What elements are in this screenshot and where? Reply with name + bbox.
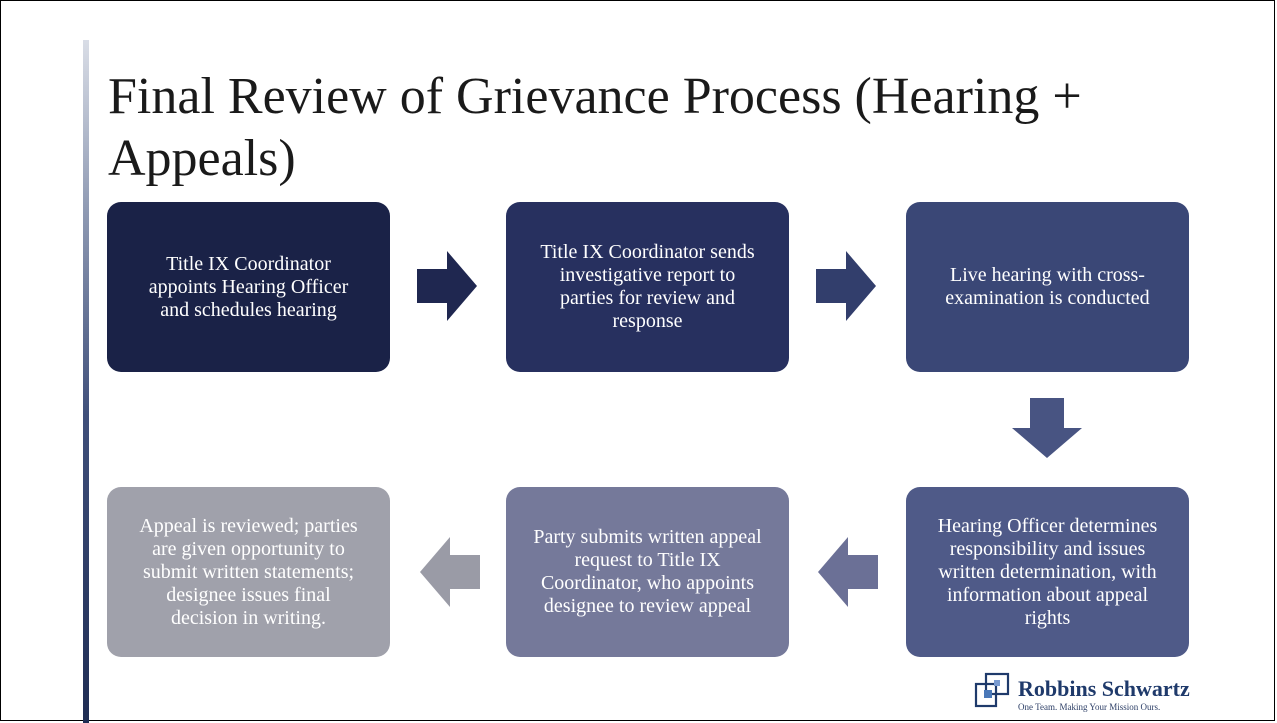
logo-tagline: One Team. Making Your Mission Ours. bbox=[1018, 702, 1161, 712]
step-6-text: Appeal is reviewed; parties are given op… bbox=[139, 514, 358, 629]
step-3-box: Live hearing with cross-examination is c… bbox=[906, 202, 1189, 372]
arrow-right-icon bbox=[417, 251, 477, 321]
step-4-text: Hearing Officer determines responsibilit… bbox=[937, 514, 1158, 629]
step-4-box: Hearing Officer determines responsibilit… bbox=[906, 487, 1189, 657]
arrow-right-icon bbox=[816, 251, 876, 321]
step-6-box: Appeal is reviewed; parties are given op… bbox=[107, 487, 390, 657]
step-1-box: Title IX Coordinator appoints Hearing Of… bbox=[107, 202, 390, 372]
company-logo: Robbins Schwartz One Team. Making Your M… bbox=[970, 670, 1190, 720]
arrow-left-icon bbox=[420, 537, 480, 607]
logo-squares-icon bbox=[974, 672, 1010, 708]
accent-bar bbox=[83, 40, 89, 723]
step-5-box: Party submits written appeal request to … bbox=[506, 487, 789, 657]
step-1-text: Title IX Coordinator appoints Hearing Of… bbox=[148, 252, 349, 321]
arrow-left-icon bbox=[818, 537, 878, 607]
slide-title: Final Review of Grievance Process (Heari… bbox=[108, 68, 1082, 188]
step-2-box: Title IX Coordinator sends investigative… bbox=[506, 202, 789, 372]
logo-name: Robbins Schwartz bbox=[1018, 676, 1190, 701]
step-3-text: Live hearing with cross-examination is c… bbox=[945, 264, 1150, 309]
arrow-down-icon bbox=[1012, 398, 1082, 458]
step-2-text: Title IX Coordinator sends investigative… bbox=[540, 241, 755, 332]
step-5-text: Party submits written appeal request to … bbox=[533, 526, 762, 617]
